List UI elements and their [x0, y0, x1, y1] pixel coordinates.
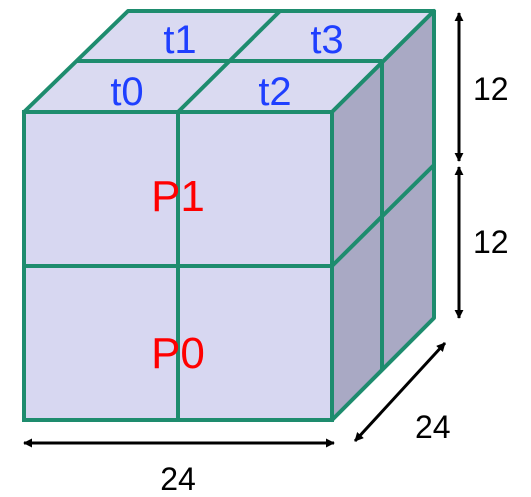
thread-label-t2: t2 — [258, 70, 291, 114]
thread-label-t0: t0 — [110, 70, 143, 114]
side-height-divider — [330, 163, 436, 268]
depth-arrow — [353, 341, 447, 443]
height-lower-label: 12 — [473, 224, 509, 260]
thread-label-t3: t3 — [310, 18, 343, 62]
width-label: 24 — [160, 461, 196, 497]
cube — [22, 9, 436, 422]
process-label-p1: P1 — [151, 172, 205, 221]
thread-label-t1: t1 — [163, 18, 196, 62]
height-upper-label: 12 — [473, 71, 509, 107]
dimension-arrows — [23, 12, 464, 448]
depth-label: 24 — [415, 409, 451, 445]
process-label-p0: P0 — [151, 329, 205, 378]
